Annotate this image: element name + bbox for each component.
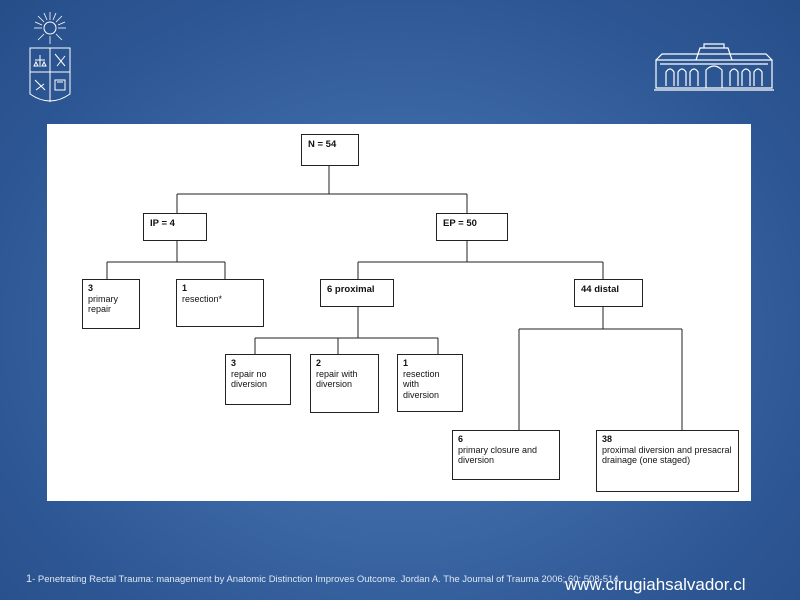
flowchart-panel: N = 54 IP = 4 EP = 50 3 primary repair 1… — [47, 124, 751, 501]
node-prox-repair-with-diversion: 2 repair with diversion — [310, 354, 379, 413]
node-ip: IP = 4 — [143, 213, 207, 241]
node-label: repair with diversion — [316, 368, 358, 390]
node-prox-resection-with-diversion: 1 resection with diversion — [397, 354, 463, 412]
node-count: 38 — [602, 434, 613, 444]
node-label: primary repair — [88, 293, 119, 315]
node-label: resection with diversion — [403, 368, 440, 400]
node-root: N = 54 — [301, 134, 359, 166]
footnote-number: 1 — [26, 573, 33, 585]
connector-lines — [106, 166, 683, 430]
citation-text: - Penetrating Rectal Trauma: management … — [32, 574, 619, 585]
node-label: resection* — [182, 293, 223, 304]
node-distal-primary-closure: 6 primary closure and diversion — [452, 430, 560, 480]
citation-footnote: 1- Penetrating Rectal Trauma: management… — [26, 573, 619, 585]
hospital-building-logo — [654, 43, 774, 91]
node-label: repair no diversion — [231, 368, 268, 390]
node-label: primary closure and diversion — [458, 444, 538, 466]
node-proximal: 6 proximal — [320, 279, 394, 307]
university-crest-logo — [29, 12, 71, 102]
node-label: proximal diversion and presacral drainag… — [602, 444, 732, 466]
node-count: 1 — [403, 358, 409, 368]
node-count: 3 — [88, 283, 94, 293]
node-ip-resection: 1 resection* — [176, 279, 264, 327]
node-distal: 44 distal — [574, 279, 643, 307]
node-count: 3 — [231, 358, 237, 368]
node-count: 2 — [316, 358, 322, 368]
node-prox-repair-no-diversion: 3 repair no diversion — [225, 354, 291, 405]
node-count: 1 — [182, 283, 188, 293]
node-ep: EP = 50 — [436, 213, 508, 241]
node-count: 6 — [458, 434, 464, 444]
node-distal-diversion-drainage: 38 proximal diversion and presacral drai… — [596, 430, 739, 492]
node-ip-primary-repair: 3 primary repair — [82, 279, 140, 329]
website-url: www.cirugiahsalvador.cl — [565, 575, 746, 594]
